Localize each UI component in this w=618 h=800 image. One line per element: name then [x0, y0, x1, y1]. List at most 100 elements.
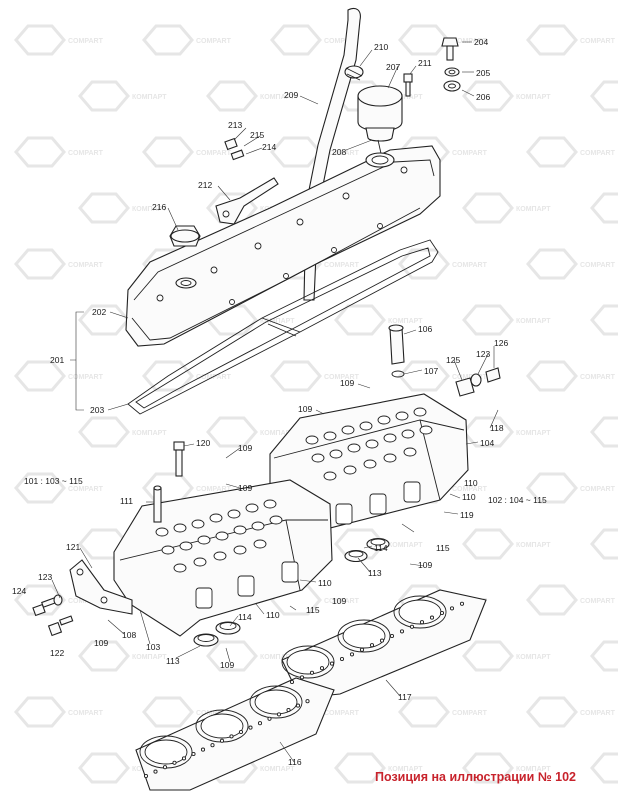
watermark-logo [398, 360, 450, 392]
illustration-position-caption: Позиция на иллюстрации № 102 [375, 770, 576, 784]
callout-c205: 205 [476, 68, 490, 78]
callout-c123a: 123 [476, 349, 490, 359]
watermark-logo [526, 584, 578, 616]
gasket-bolt-hole [389, 633, 395, 639]
watermark-logo [526, 696, 578, 728]
watermark-logo [590, 416, 618, 448]
callout-c120: 120 [196, 438, 210, 448]
watermark-logo [462, 304, 514, 336]
watermark-logo [398, 248, 450, 280]
gasket-bolt-hole [299, 675, 305, 680]
gasket-bolt-hole [289, 679, 295, 685]
callout-c204: 204 [474, 37, 488, 47]
stud-111 [153, 485, 162, 523]
valve-cover [125, 145, 441, 347]
head-details [155, 407, 433, 609]
watermark-text: КОМПАРТ [516, 542, 551, 549]
gasket-bolt-hole [276, 712, 282, 717]
callout-c111: 111 [120, 496, 133, 506]
callout-c110d: 110 [266, 610, 280, 620]
watermark-text: КОМПАРТ [516, 654, 551, 661]
gasket-bolt-hole [459, 601, 465, 606]
callout-c213: 213 [228, 120, 242, 130]
gasket-bore-inner [144, 739, 188, 765]
watermark-logo [462, 80, 514, 112]
watermark-text: КОМПАРТ [132, 206, 167, 213]
callout-c106: 106 [418, 324, 432, 334]
callout-c114a: 114 [374, 543, 388, 553]
watermark-logo [462, 192, 514, 224]
watermark-text: КОМПАРТ [260, 94, 295, 101]
watermark-logo [462, 416, 514, 448]
watermark-text: COMPART [196, 150, 232, 157]
callout-c209: 209 [284, 90, 298, 100]
callout-c107: 107 [424, 366, 438, 376]
callout-c206: 206 [476, 92, 490, 102]
valve-seat [403, 447, 417, 457]
callout-c113b: 113 [166, 656, 180, 666]
watermark-text: COMPART [452, 486, 488, 493]
gasket-bolt-hole [248, 725, 253, 730]
gasket-bore [393, 595, 447, 629]
watermark-logo [526, 472, 578, 504]
watermark-text: COMPART [324, 598, 360, 605]
valve-seat [173, 563, 187, 573]
watermark-logo [462, 528, 514, 560]
watermark-text: КОМПАРТ [260, 318, 295, 325]
bracket-212 [215, 137, 279, 225]
gasket-bolt-hole [257, 721, 263, 726]
gasket-bolt-hole [210, 743, 215, 748]
port-opening [403, 481, 421, 503]
gasket-bolt-hole [409, 624, 415, 629]
valve-seat [343, 465, 357, 475]
watermark-text: COMPART [196, 486, 232, 493]
valve-seat [329, 449, 343, 459]
watermark-logo [14, 360, 66, 392]
gasket-bolt-hole [295, 703, 301, 708]
watermark-logo [590, 528, 618, 560]
watermark-logo [14, 696, 66, 728]
valve-seat [401, 429, 415, 439]
screw-211 [403, 73, 413, 97]
watermark-text: COMPART [452, 150, 488, 157]
watermark-text: COMPART [580, 38, 616, 45]
callout-c116: 116 [288, 757, 302, 767]
watermark-text: КОМПАРТ [516, 430, 551, 437]
watermark-text: КОМПАРТ [516, 94, 551, 101]
watermark-logo [14, 136, 66, 168]
gasket-bolt-hole [181, 756, 187, 761]
gasket-bolt-hole [219, 738, 225, 743]
watermark-text: COMPART [68, 374, 104, 381]
gasket-bolt-hole [419, 620, 425, 625]
gasket-bore-inner [254, 689, 298, 715]
watermark-text: КОМПАРТ [388, 94, 423, 101]
watermark-text: COMPART [196, 710, 232, 717]
watermark-text: КОМПАРТ [388, 542, 423, 549]
callout-c125: 125 [446, 355, 460, 365]
watermark-logo [142, 136, 194, 168]
valve-seat [363, 459, 377, 469]
watermark-logo [206, 640, 258, 672]
gasket-bolt-hole [399, 629, 405, 634]
callout-c118: 118 [490, 423, 504, 433]
watermark-logo [270, 24, 322, 56]
valve-seat [213, 551, 227, 561]
watermark-logo [526, 360, 578, 392]
valve-seat [341, 425, 355, 435]
watermark-text: КОМПАРТ [260, 766, 295, 773]
callout-c109g: 109 [94, 638, 108, 648]
callout-c109f: 109 [332, 596, 346, 606]
port-opening [195, 587, 213, 609]
watermark-logo [462, 752, 514, 784]
gasket-bolt-hole [200, 747, 206, 752]
watermark-logo [270, 136, 322, 168]
gasket-bolt-hole [191, 751, 196, 757]
gasket-bore [249, 685, 303, 719]
bolt-120 [173, 441, 185, 477]
callout-c104: 104 [480, 438, 494, 448]
gasket-bolt-hole [319, 666, 325, 671]
callout-c201: 201 [50, 355, 64, 365]
callout-c114b: 114 [238, 612, 252, 622]
watermark-text: COMPART [196, 374, 232, 381]
watermark-logo [590, 304, 618, 336]
